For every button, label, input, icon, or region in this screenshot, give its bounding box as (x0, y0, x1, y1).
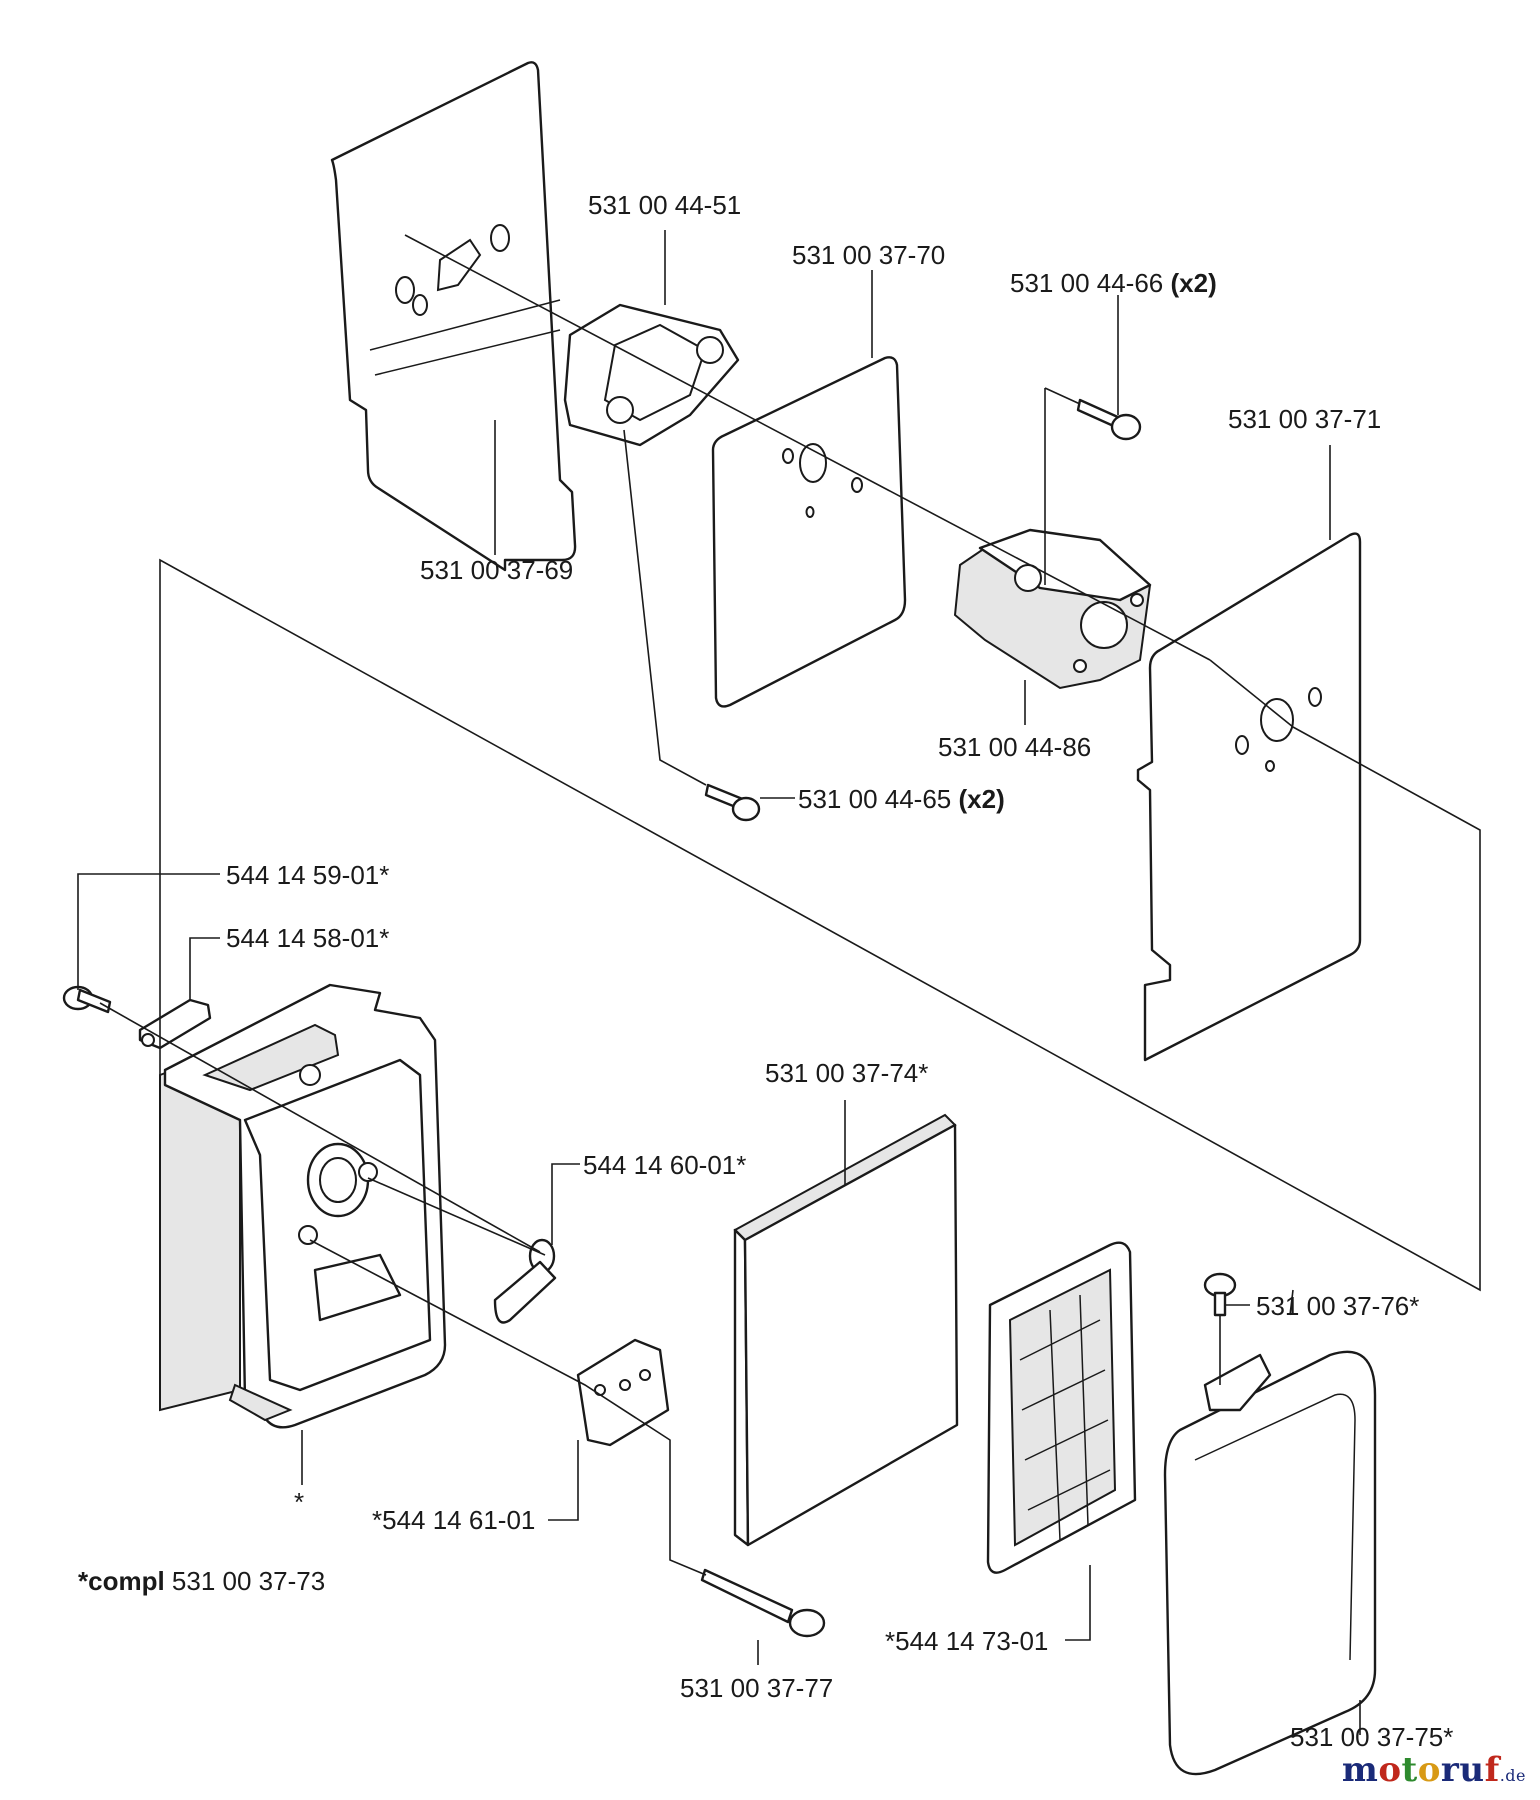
label-544-14-59-01: 544 14 59-01* (226, 860, 390, 890)
filter-element-531-00-37-74 (733, 1113, 959, 1547)
label-544-14-61-01: *544 14 61-01 (372, 1505, 536, 1535)
label-531-00-37-69: 531 00 37-69 (420, 555, 574, 585)
label-asterisk: * (294, 1487, 305, 1517)
assembly-axis-lines (99, 234, 1481, 1576)
label-531-00-37-74: 531 00 37-74* (765, 1058, 929, 1088)
watermark-letter: o (1417, 1750, 1441, 1790)
label-544-14-58-01: 544 14 58-01* (226, 923, 390, 953)
screw-531-00-44-66 (1076, 398, 1142, 441)
label-544-14-60-01: 544 14 60-01* (583, 1150, 747, 1180)
watermark-letter: f (1484, 1750, 1500, 1790)
label-531-00-37-77: 531 00 37-77 (680, 1673, 834, 1703)
leader-lines (77, 230, 1361, 1735)
spacer-531-00-44-86 (953, 528, 1152, 690)
bracket-544-14-61-01 (576, 1338, 670, 1447)
label-531-00-44-66: 531 00 44-66 (x2) (1010, 268, 1217, 298)
label-compl-531-00-37-73: *compl 531 00 37-73 (78, 1566, 326, 1596)
watermark-logo: motoruf.de (1342, 1750, 1526, 1790)
watermark-letter: u (1459, 1750, 1485, 1790)
label-531-00-44-65: 531 00 44-65 (x2) (798, 784, 1005, 814)
label-531-00-44-86: 531 00 44-86 (938, 732, 1092, 762)
watermark-letter: m (1341, 1750, 1379, 1790)
watermark-letter: o (1378, 1750, 1402, 1790)
screw-531-00-44-65 (704, 783, 761, 822)
watermark-tld: .de (1499, 1766, 1526, 1785)
filter-grid-544-14-73-01 (986, 1241, 1137, 1574)
screw-531-00-37-76 (1203, 1272, 1237, 1317)
label-531-00-44-51: 531 00 44-51 (588, 190, 742, 220)
clip-544-14-60-01 (493, 1238, 557, 1324)
gasket-531-00-37-69 (330, 61, 577, 572)
bolt-531-00-37-77 (700, 1568, 826, 1638)
spacer-531-00-44-51 (563, 303, 740, 447)
label-531-00-37-76: 531 00 37-76* (1256, 1291, 1420, 1321)
watermark-letter: t (1401, 1750, 1418, 1790)
screw-544-14-59-01 (62, 985, 112, 1014)
label-531-00-37-70: 531 00 37-70 (792, 240, 946, 270)
washer-544-14-58-01 (138, 998, 212, 1050)
watermark-brand: motoruf (1342, 1750, 1500, 1790)
label-531-00-37-75: 531 00 37-75* (1290, 1722, 1454, 1752)
quantity-badge: (x2) (1170, 268, 1217, 298)
watermark-letter: r (1440, 1750, 1460, 1790)
filter-housing-531-00-37-73 (159, 983, 447, 1429)
label-531-00-37-71: 531 00 37-71 (1228, 404, 1382, 434)
gasket-531-00-37-70 (711, 356, 907, 708)
gasket-531-00-37-71 (1136, 532, 1362, 1062)
label-544-14-73-01: *544 14 73-01 (885, 1626, 1049, 1656)
quantity-badge: (x2) (958, 784, 1005, 814)
cover-531-00-37-75 (1163, 1350, 1377, 1776)
